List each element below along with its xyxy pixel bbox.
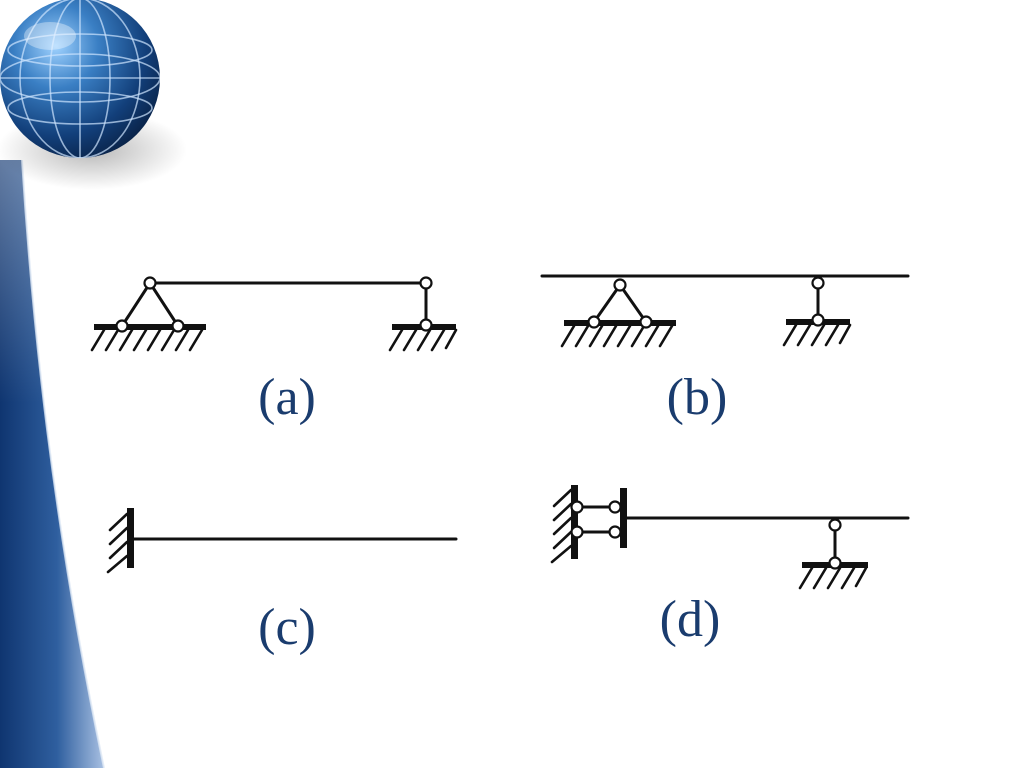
sidebar-decoration [0,159,105,768]
globe-icon [0,0,187,190]
diagram-d [550,485,910,590]
label-b: (b) [666,369,728,426]
label-c: (c) [258,599,316,656]
pin-support-b [560,283,676,348]
diagram-b [540,274,910,348]
fixed-support-c [106,508,134,574]
roller-support-a [388,281,458,352]
label-d: (d) [659,591,721,648]
wall-support-d [550,485,627,564]
pin-support-a [90,281,206,352]
diagram-a [90,276,458,352]
diagram-c [106,508,458,574]
label-a: (a) [258,369,316,426]
